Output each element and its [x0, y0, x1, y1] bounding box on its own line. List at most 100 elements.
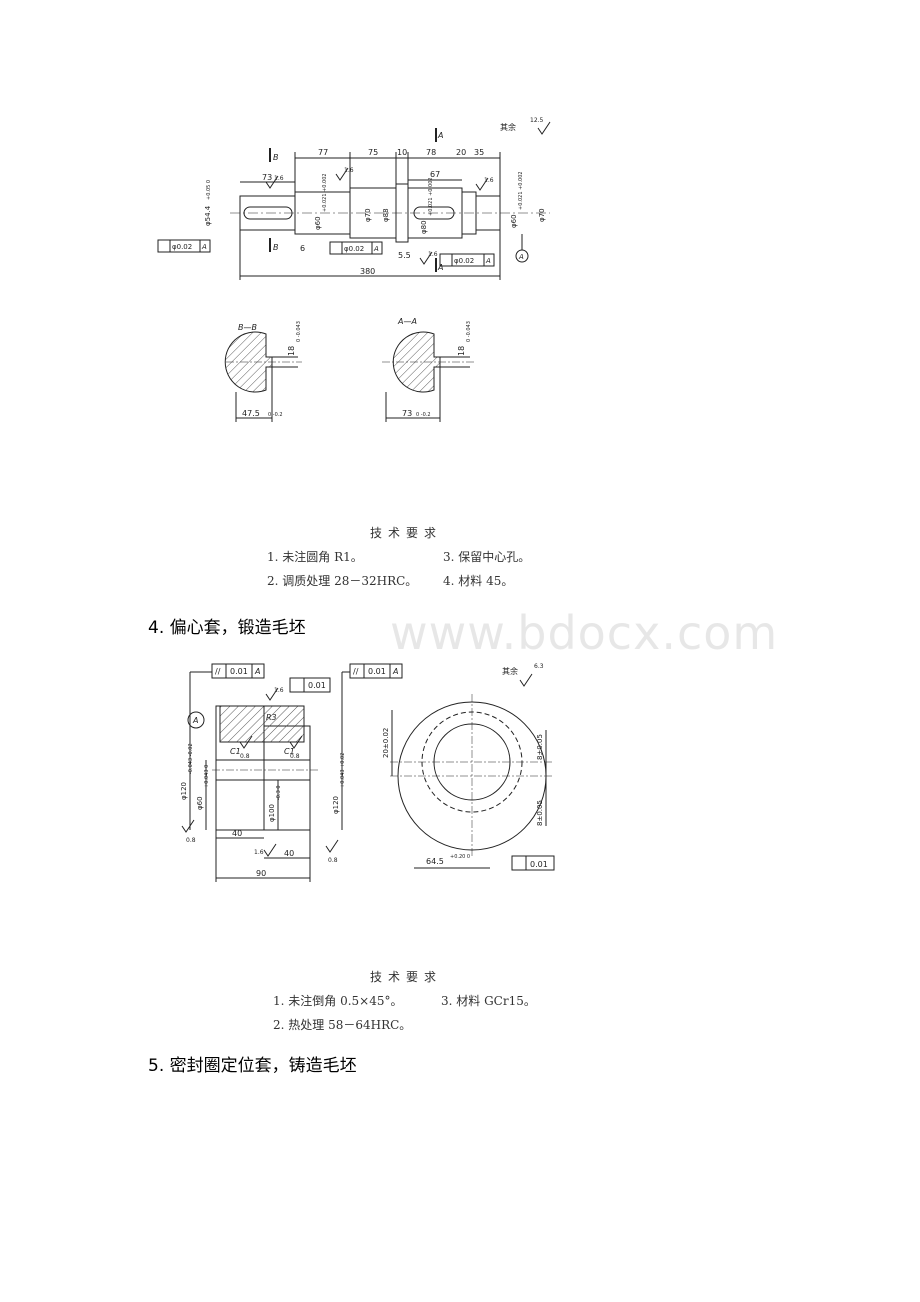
roughness-2: 1.6 [484, 177, 494, 184]
section-bb-keytol: 0 -0.043 [296, 321, 302, 342]
sleeve-dim-40a: 40 [232, 829, 242, 838]
heading-item-5: 5. 密封圈定位套，铸造毛坯 [148, 1056, 357, 1076]
datum-a-label: A [518, 253, 524, 261]
section-b-mark-top: B [273, 153, 279, 162]
sleeve-r3: R3 [266, 713, 277, 722]
phi60b-label: φ60 [510, 214, 518, 228]
section-bb-title: B—B [238, 323, 257, 332]
sleeve-dim-645-tol: +0.20 0 [450, 854, 470, 860]
section-bb: B—B 18 0 -0.043 47.5 0 -0.2 [224, 321, 302, 422]
sleeve-cyl2-value: 0.01 [530, 860, 548, 869]
sleeve-rough-08c: 0.8 [186, 837, 196, 844]
shaft-remaining-label: 其余 [500, 122, 516, 132]
sleeve-rough-16a: 1.6 [274, 687, 284, 694]
phi54-label: φ54.4 [204, 205, 212, 226]
phi70b-label: φ70 [538, 208, 546, 222]
dim-77: 77 [318, 148, 328, 157]
frame1-datum: A [201, 243, 207, 251]
section-aa-depthtol: 0 -0.2 [416, 412, 431, 418]
section-b-mark-bottom: B [273, 243, 279, 252]
frame2-datum: A [373, 245, 379, 253]
sleeve-dim-645: 64.5 [426, 857, 444, 866]
frame3-value: φ0.02 [454, 257, 474, 265]
sleeve-phi100-tol: -0.3 0 [276, 785, 282, 800]
sleeve-datum-a: A [192, 716, 198, 725]
sleeve-rough-16b: 1.6 [254, 849, 264, 856]
sleeve-frame1-datum: A [254, 667, 260, 676]
sleeve-dim-90: 90 [256, 869, 266, 878]
roughness-4: 1.6 [428, 251, 438, 258]
frame2-value: φ0.02 [344, 245, 364, 253]
sleeve-phi120-tol: -0.043 -0.02 [188, 743, 194, 774]
sleeve-frame1-symbol: // [215, 667, 221, 676]
watermark: www.bdocx.com [390, 606, 779, 660]
section-aa: A—A 18 0 -0.043 73 0 -0.2 [382, 317, 474, 422]
dim-5-5: 5.5 [398, 251, 411, 260]
phi60a-label: φ60 [314, 216, 322, 230]
sleeve-phi120b-tol: +0.043 +0.02 [340, 753, 346, 788]
dim-73: 73 [262, 173, 272, 182]
requirements-title-1: 技术要求 [370, 526, 443, 540]
sleeve-s8a: 8±0.05 [536, 734, 544, 760]
frame1-value: φ0.02 [172, 243, 192, 251]
sleeve-rough-08b: 0.8 [290, 753, 300, 760]
section-a-mark-top: A [437, 131, 443, 140]
sleeve-phi60-tol: +0.043 0 [204, 765, 210, 788]
dim-35: 35 [474, 148, 484, 157]
dim-20: 20 [456, 148, 466, 157]
sleeve-phi60: φ60 [196, 796, 204, 810]
sleeve-rough-08d: 0.8 [328, 857, 338, 864]
dim-6: 6 [300, 244, 305, 253]
sleeve-phi100: φ100 [268, 804, 276, 822]
sleeve-frame1-value: 0.01 [230, 667, 248, 676]
req1-item-3: 3. 保留中心孔。 [443, 550, 531, 564]
frame3-datum: A [485, 257, 491, 265]
section-aa-title: A—A [397, 317, 417, 326]
section-aa-keywidth: 18 [457, 346, 466, 356]
sleeve-c1a: C1 [230, 747, 241, 756]
sleeve-drawing: 其余 6.3 // 0.01 A 0.01 // 0.01 A 0.01 A R… [180, 663, 555, 882]
section-bb-keywidth: 18 [287, 346, 296, 356]
dim-75: 75 [368, 148, 378, 157]
sleeve-remaining-label: 其余 [502, 666, 518, 676]
section-aa-keytol: 0 -0.043 [466, 321, 472, 342]
sleeve-dim-40b: 40 [284, 849, 294, 858]
section-a-mark-bottom: A [437, 263, 443, 272]
shaft-roughness-rest: 12.5 [530, 117, 544, 124]
sleeve-rough-08a: 0.8 [240, 753, 250, 760]
roughness-3: 1.6 [274, 175, 284, 182]
sleeve-roughness-rest: 6.3 [534, 663, 544, 670]
req1-item-1: 1. 未注圆角 R1。 [267, 550, 363, 564]
phi60a-tol: +0.021 +0.002 [322, 173, 328, 212]
sleeve-cyl-value: 0.01 [308, 681, 326, 690]
sleeve-phi120b: φ120 [332, 796, 340, 814]
requirements-title-2: 技术要求 [370, 970, 443, 984]
sleeve-ecc: 20±0.02 [382, 728, 390, 758]
section-aa-depth: 73 [402, 409, 412, 418]
req2-item-2: 2. 热处理 58－64HRC。 [273, 1018, 412, 1032]
phi54-tol: +0.05 0 [206, 180, 212, 200]
req2-item-1: 1. 未注倒角 0.5×45°。 [273, 994, 403, 1008]
phi80-tol: +0.021 +0.002 [428, 177, 434, 216]
sleeve-frame2-datum: A [392, 667, 398, 676]
sleeve-c1b: C1 [284, 747, 295, 756]
req1-item-2: 2. 调质处理 28－32HRC。 [267, 574, 418, 588]
phi80-label: φ80 [420, 220, 428, 234]
phi88-label: φ88 [382, 208, 390, 222]
dim-78: 78 [426, 148, 436, 157]
phi70-label: φ70 [364, 208, 372, 222]
sleeve-phi120: φ120 [180, 782, 188, 800]
req2-item-3: 3. 材料 GCr15。 [441, 994, 536, 1008]
section-bb-depthtol: 0 -0.2 [268, 412, 283, 418]
sleeve-frame2-symbol: // [353, 667, 359, 676]
sleeve-frame2-value: 0.01 [368, 667, 386, 676]
section-bb-depth: 47.5 [242, 409, 260, 418]
shaft-drawing: 其余 12.5 A A B B 73 77 75 10 78 20 35 67 … [157, 117, 551, 280]
dim-67: 67 [430, 170, 440, 179]
heading-item-4: 4. 偏心套，锻造毛坯 [148, 618, 306, 638]
sleeve-s8b: 8±0.05 [536, 800, 544, 826]
phi60b-tol: +0.021 +0.002 [518, 171, 524, 210]
dim-10: 10 [397, 148, 407, 157]
roughness-1: 1.6 [344, 167, 354, 174]
req1-item-4: 4. 材料 45。 [443, 574, 514, 588]
